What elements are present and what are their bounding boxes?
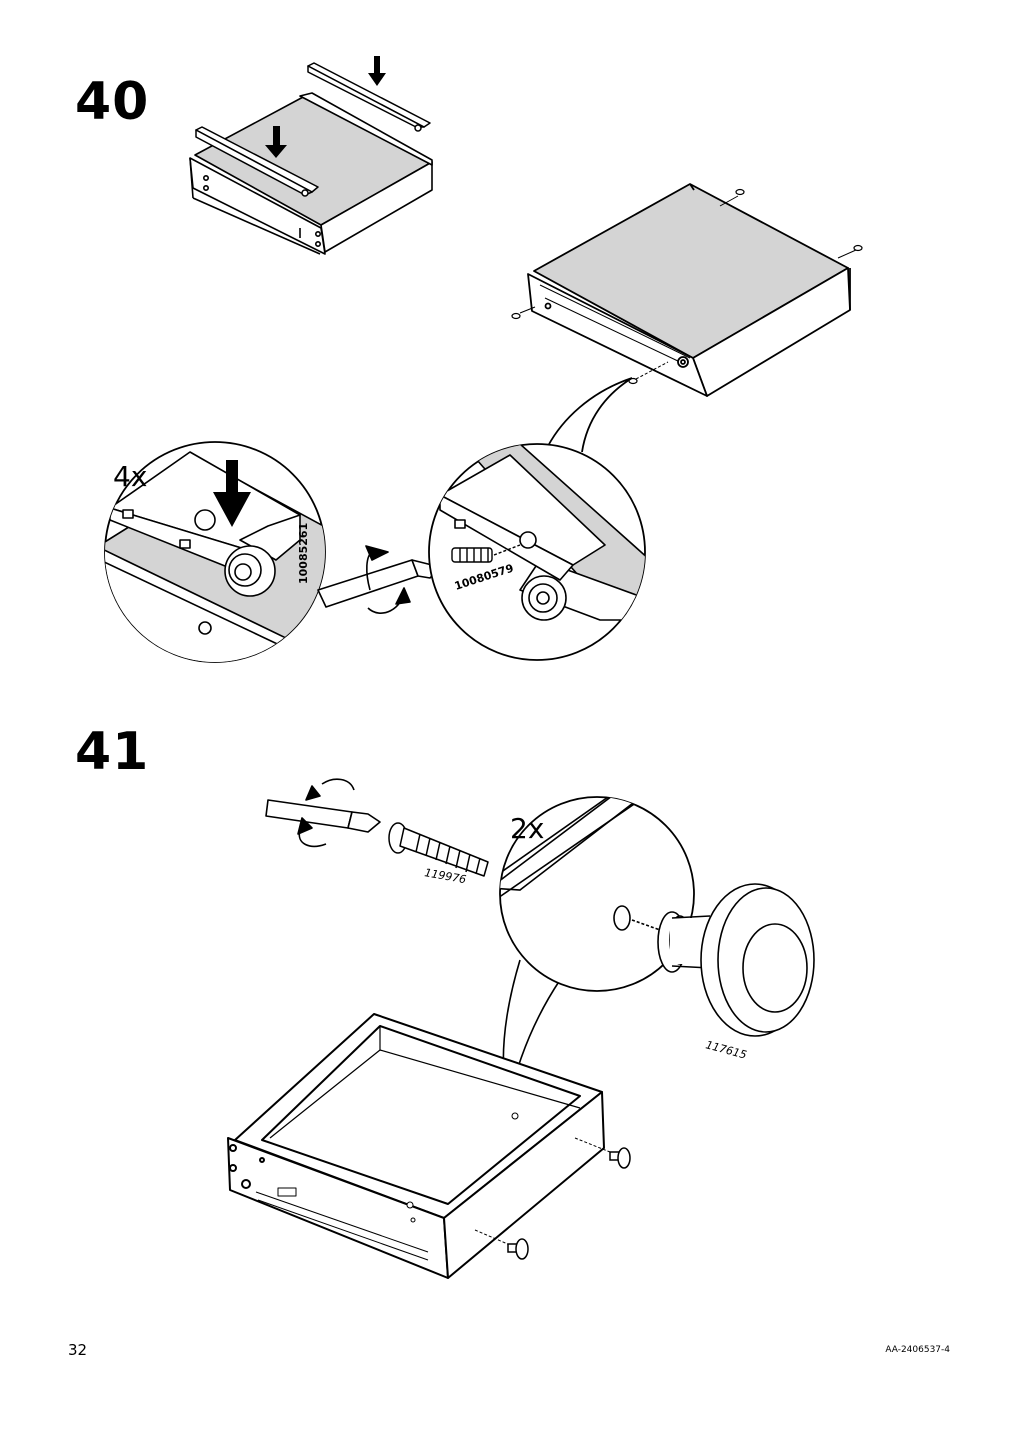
step-41-number: 41 bbox=[75, 722, 150, 782]
detail-circle-screw-fix bbox=[428, 443, 646, 661]
quantity-label-4x: 4x bbox=[113, 460, 147, 493]
part-number-119976: 119976 bbox=[423, 866, 467, 886]
part-number-117615: 117615 bbox=[704, 1038, 748, 1061]
drawer-box bbox=[227, 1013, 611, 1279]
quantity-label-2x: 2x bbox=[510, 812, 544, 845]
screw-icon bbox=[451, 544, 521, 563]
screw-icon bbox=[511, 188, 863, 385]
drawer-frame-small bbox=[189, 92, 433, 255]
down-arrow-icon bbox=[265, 56, 386, 158]
screwdriver-icon bbox=[265, 778, 381, 848]
knob-icon bbox=[507, 1147, 631, 1260]
screwdriver-icon bbox=[317, 545, 441, 614]
detail-pointer bbox=[547, 377, 633, 453]
down-arrow-icon bbox=[213, 460, 251, 527]
step-40-number: 40 bbox=[75, 72, 150, 132]
drawer-rails bbox=[195, 62, 431, 197]
bolt-icon bbox=[388, 822, 489, 877]
page-number: 32 bbox=[68, 1341, 88, 1359]
drawer-frame-large bbox=[519, 183, 857, 397]
document-code: AA-2406537-4 bbox=[885, 1345, 950, 1355]
part-number-10085261: 10085261 bbox=[297, 523, 310, 584]
knob-icon bbox=[657, 883, 815, 1037]
detail-circle-knob bbox=[499, 796, 695, 992]
